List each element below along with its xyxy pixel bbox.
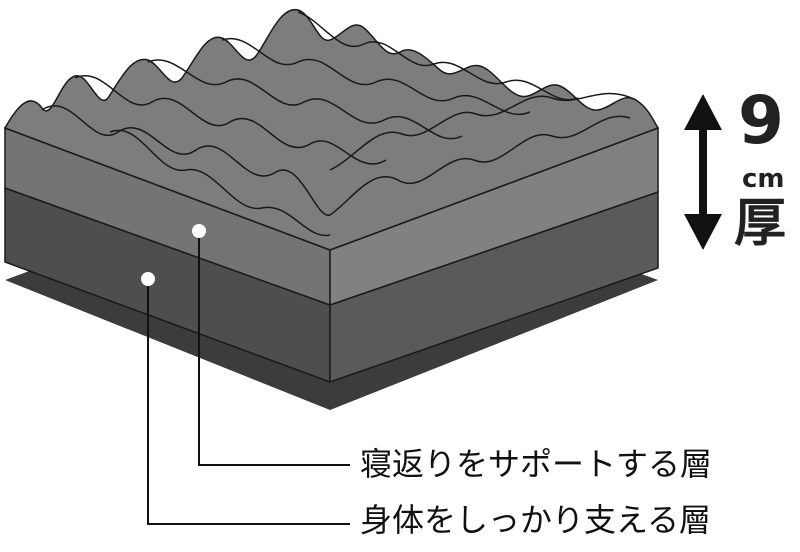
- wave-ridges: [41, 11, 637, 237]
- thickness-unit: cm: [742, 164, 785, 194]
- thickness-value: 9: [738, 82, 784, 159]
- leader-line-base: [147, 286, 350, 525]
- marker-top-layer: [192, 224, 206, 238]
- double-arrow-icon: [684, 94, 722, 250]
- layer-label-base: 身体をしっかり支える層: [360, 501, 712, 539]
- wave-layer-top: [3, 9, 660, 251]
- leader-line-top: [198, 238, 350, 466]
- layer-label-top: 寝返りをサポートする層: [360, 445, 713, 483]
- thickness-suffix: 厚: [734, 194, 787, 254]
- marker-base-layer: [141, 272, 155, 286]
